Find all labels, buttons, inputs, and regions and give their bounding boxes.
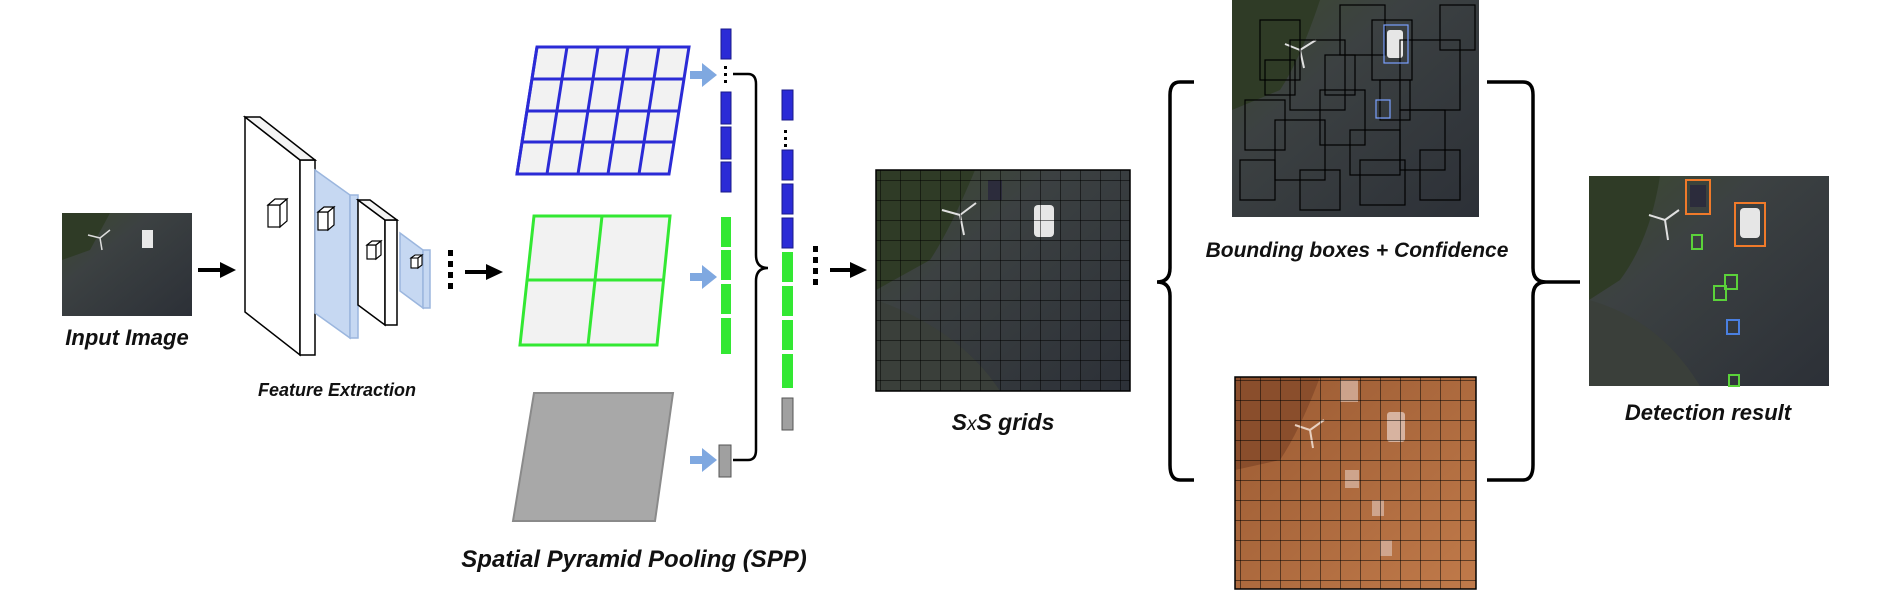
arrow-to-feature-extraction [198, 262, 236, 278]
feature-extraction-stack [242, 115, 431, 357]
spp-green-grid [518, 214, 672, 347]
spp-blue-grid [515, 45, 691, 176]
input-image [62, 213, 192, 316]
input-image-label: Input Image [65, 325, 188, 350]
spp-arrows [690, 63, 717, 472]
spp-vector-green [721, 217, 731, 354]
arrow-to-spp [465, 264, 503, 280]
concatenated-vector [781, 89, 794, 431]
arrow-to-grids [830, 262, 867, 278]
spp-gray-grid [511, 392, 675, 522]
spp-vector-gray [718, 444, 732, 478]
spp-merge-bracket [733, 72, 769, 462]
feature-ellipsis [448, 250, 453, 289]
spp-vector-blue-dots [724, 66, 727, 83]
bounding-boxes-image [1232, 0, 1479, 217]
branch-bracket [1156, 80, 1194, 482]
feature-extraction-label: Feature Extraction [258, 380, 416, 400]
spp-vector-blue [720, 28, 732, 193]
merge-bracket [1487, 80, 1580, 482]
grid-image [875, 169, 1131, 392]
class-probability-map [1234, 376, 1477, 590]
spp-label: Spatial Pyramid Pooling (SPP) [461, 546, 806, 573]
detection-result-image [1589, 176, 1829, 387]
grids-label: SxS grids [952, 409, 1055, 435]
concat-ellipsis [813, 246, 818, 285]
bounding-boxes-label: Bounding boxes + Confidence [1206, 239, 1509, 262]
detection-result-label: Detection result [1625, 400, 1793, 425]
